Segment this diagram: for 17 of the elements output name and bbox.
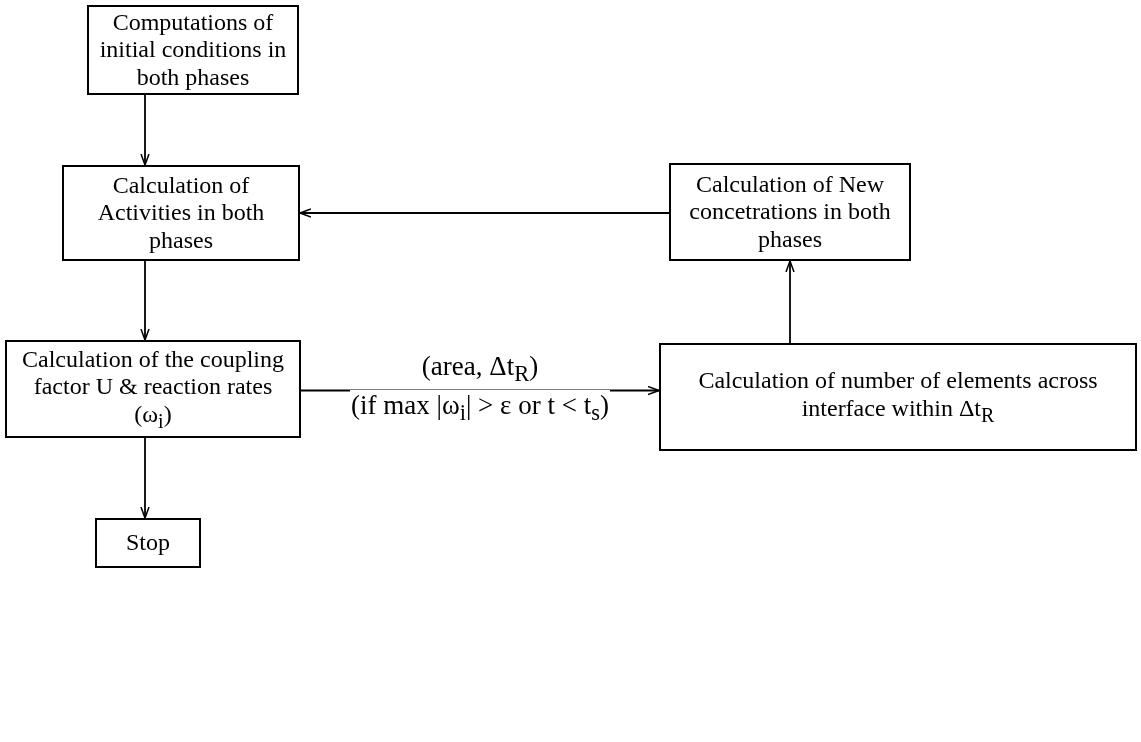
process-box (669, 163, 911, 261)
node-text: Calculation of Activities in both phases (96, 171, 266, 255)
arrow (785, 260, 795, 344)
arrow (140, 260, 150, 341)
arrow (140, 437, 150, 519)
process-box (659, 343, 1137, 451)
node-text: Computations of initial conditions in both phases (98, 8, 288, 92)
process-box (87, 5, 299, 95)
process-box (5, 340, 301, 438)
process-box (62, 165, 300, 261)
terminal-box (95, 518, 201, 568)
node-text: Calculation of number of elements across interface within Δt$_{R}$ (697, 367, 1099, 427)
arrow (140, 94, 150, 166)
node-text: Calculation of the coupling factor U & reaction rates (ω$_{i}$) (21, 345, 285, 433)
node-text: Stop (125, 529, 171, 557)
node-text: Calculation of New concetrations in both phases (688, 170, 892, 254)
arrow (299, 208, 670, 218)
